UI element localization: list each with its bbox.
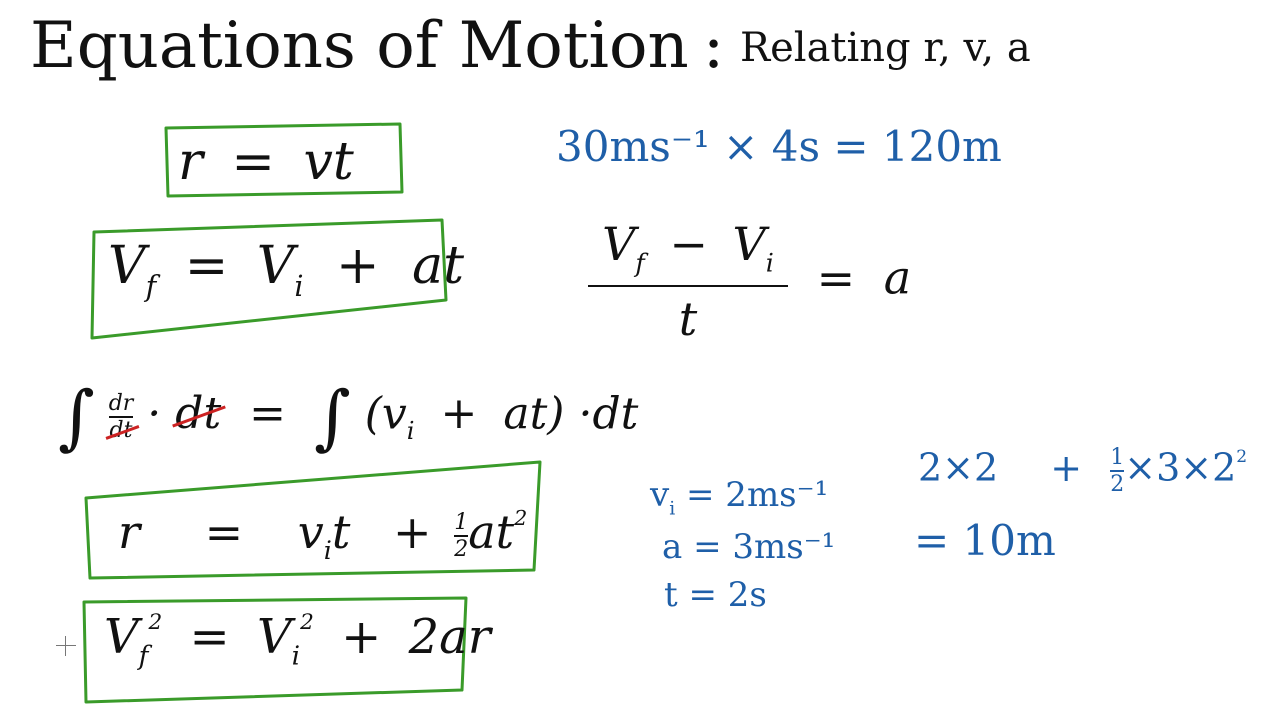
- half-fraction: 1 2: [454, 509, 469, 562]
- acceleration-definition: Vf − Vi t = a: [588, 220, 911, 343]
- struck-dt: dt: [175, 388, 222, 440]
- equation-vf2-equals-vi2-plus-2ar: Vf2 = Vi2 + 2ar: [104, 608, 491, 672]
- page-title: Equations of Motion:: [30, 14, 724, 78]
- integral-derivation: ∫ dr dt · dt = ∫ (vi + at) ·dt: [58, 376, 639, 458]
- title-main: Equations of Motion: [30, 9, 689, 83]
- dr-dt-fraction: dr dt: [108, 390, 134, 443]
- given-vi: vi = 2ms⁻¹: [650, 475, 829, 520]
- example-distance-calc: 30ms⁻¹ × 4s = 120m: [556, 122, 1002, 171]
- calc-result: = 10m: [914, 516, 1056, 565]
- given-a: a = 3ms⁻¹: [662, 527, 836, 567]
- box-vf-equals-vi-plus-at: [90, 218, 448, 340]
- calc-expression: 2×2 + 1 2 ×3×22: [918, 445, 1248, 498]
- box-r-equals-vit-half-at2: [84, 460, 542, 580]
- equation-r-equals-vt: r = vt: [178, 132, 354, 192]
- accel-fraction: Vf − Vi t: [588, 220, 788, 343]
- box-vf2-equals-vi2-plus-2ar: [82, 596, 468, 704]
- equation-r-equals-vit-half-at2: r = vit + 1 2 at2: [118, 504, 528, 566]
- equation-vf-equals-vi-plus-at: Vf = Vi + at: [108, 236, 465, 303]
- crosshair-cursor-icon: [56, 636, 76, 656]
- page-subtitle: Relating r, v, a: [740, 25, 1031, 71]
- title-colon: :: [702, 9, 725, 83]
- calc-half-fraction: 1 2: [1110, 445, 1125, 498]
- given-t: t = 2s: [664, 575, 767, 615]
- box-r-equals-vt: [164, 122, 404, 198]
